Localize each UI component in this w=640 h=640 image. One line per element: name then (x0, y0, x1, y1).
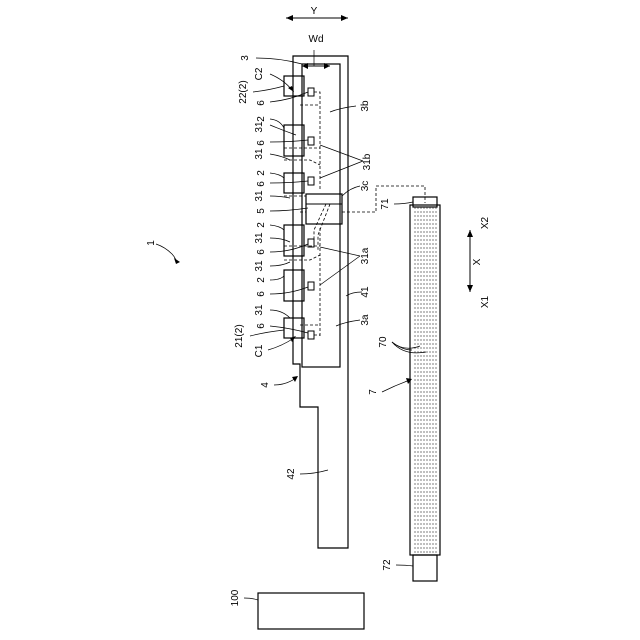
y-axis-indicator: Y (286, 6, 348, 21)
label-roller-71: 71 (380, 198, 391, 210)
label-6-b: 6 (256, 140, 267, 146)
x1-label: X1 (480, 295, 491, 308)
label-31-d: 31 (254, 232, 265, 244)
label-controller: 100 (230, 589, 241, 606)
label-board-3c: 3c (360, 181, 371, 192)
label-board-3a: 3a (360, 314, 371, 326)
label-device: 1 (146, 240, 157, 246)
roller-7 (410, 197, 440, 581)
label-6-e: 6 (256, 291, 267, 297)
label-31a: 31a (360, 247, 371, 264)
label-roller-72: 72 (382, 559, 393, 571)
label-31-f: 31 (254, 304, 265, 316)
label-group-21: 21(2) (234, 324, 245, 347)
x-label: X (472, 258, 483, 265)
small-elements-6 (308, 88, 314, 339)
label-board-3b: 3b (360, 100, 371, 112)
label-roller-7: 7 (368, 389, 379, 395)
label-4: 4 (260, 382, 271, 388)
light-source-blocks (284, 76, 304, 338)
label-6-c: 6 (256, 181, 267, 187)
label-group-22: 22(2) (238, 80, 249, 103)
label-2-d: 2 (256, 277, 267, 283)
label-2-b: 2 (256, 170, 267, 176)
wd-label: Wd (309, 34, 324, 45)
reference-labels: 1 3 C2 22(2) 6 3b 2 31 6 31 31b 2 6 3c 3… (146, 55, 393, 607)
label-6-a: 6 (256, 100, 267, 106)
label-41: 41 (360, 286, 371, 298)
label-31-e: 31 (254, 260, 265, 272)
label-2-c: 2 (256, 222, 267, 228)
label-31-b: 31 (254, 148, 265, 160)
label-board: 3 (240, 55, 251, 61)
label-c1: C1 (254, 344, 265, 357)
leader-lines (156, 58, 426, 600)
x-axis-indicator: X2 X X1 (467, 216, 491, 308)
x2-label: X2 (480, 216, 491, 229)
label-c2: C2 (254, 67, 265, 80)
controller-100 (258, 593, 364, 629)
label-roller-70: 70 (378, 336, 389, 348)
label-6-f: 6 (256, 323, 267, 329)
label-31b: 31b (362, 153, 373, 170)
label-5: 5 (256, 208, 267, 214)
label-42: 42 (286, 468, 297, 480)
label-2-a: 2 (256, 116, 267, 122)
label-31-a: 31 (254, 121, 265, 133)
y-axis-label: Y (311, 6, 318, 17)
label-6-d: 6 (256, 249, 267, 255)
label-31-c: 31 (254, 190, 265, 202)
